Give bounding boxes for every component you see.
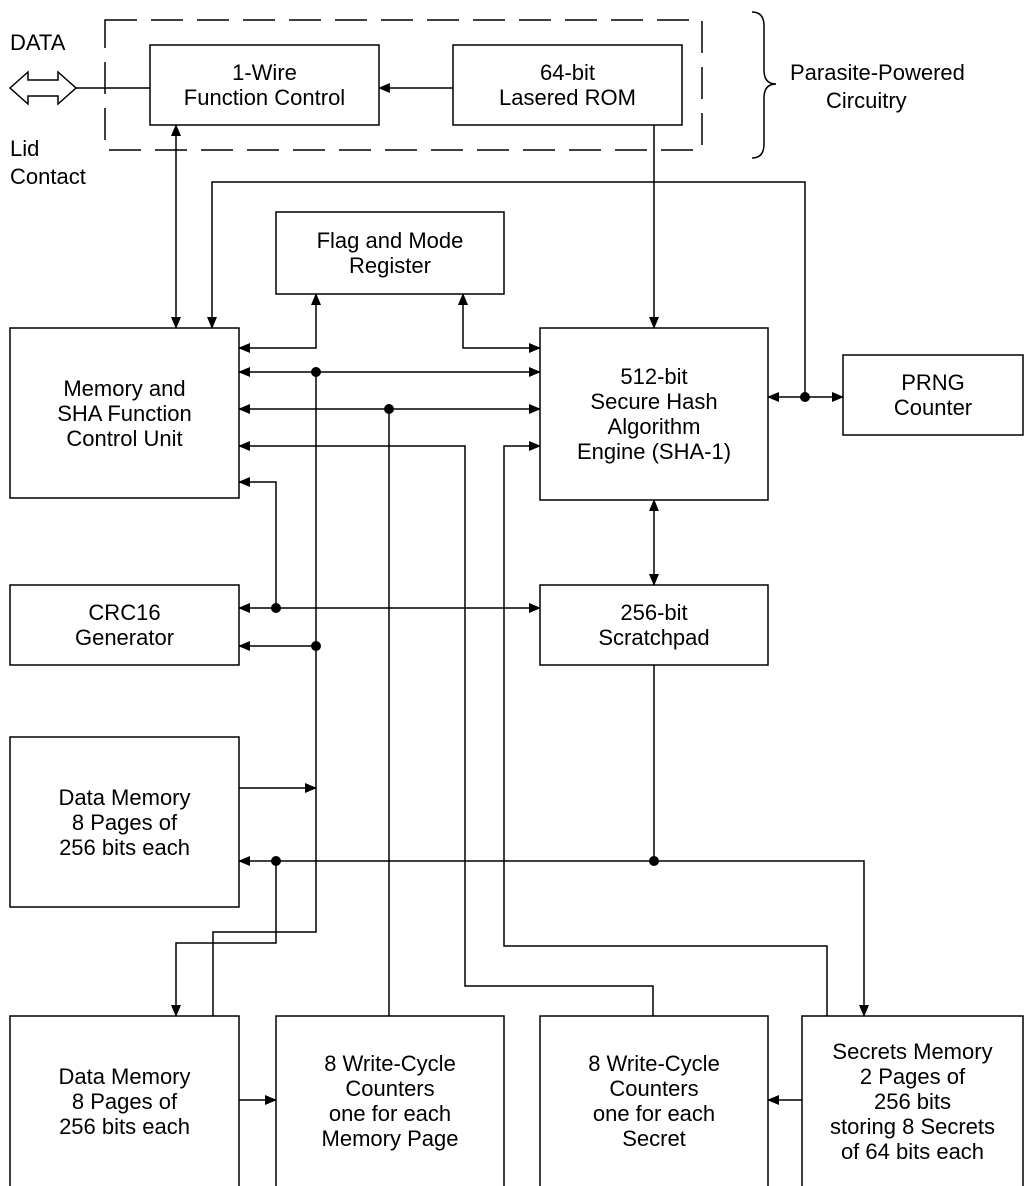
scratchpad-to-secrets-arrow: [654, 860, 869, 1017]
data-memory-a-box: [9, 736, 240, 908]
data-memory-b-box: [9, 1015, 240, 1186]
lid-contact-label-line-1: Lid: [10, 136, 40, 161]
data-bus-vertical: [212, 372, 317, 1016]
flag-sha-bus: [458, 293, 541, 353]
scratchpad-box: [539, 584, 769, 666]
control-crc-link: [238, 477, 277, 608]
secrets-to-sha-line: [503, 441, 828, 1016]
data-port-arrow: [8, 70, 78, 106]
lid-contact-label-line-2: Contact: [10, 164, 86, 189]
circuitry-label: Circuitry: [826, 88, 907, 113]
memory-sha-control-box: [9, 327, 240, 499]
secret-counters-to-control-line: [238, 441, 654, 1016]
write-cycle-counters-memory-box: [275, 1015, 505, 1186]
flag-mode-register-box: [275, 211, 505, 295]
wire-function-control-box: [149, 44, 380, 126]
scratchpad-to-data-memory-arrow: [238, 665, 655, 866]
junction-dots: [271, 367, 810, 866]
crc16-generator-box: [9, 584, 240, 666]
parasite-powered-boundary: [104, 19, 703, 151]
prng-to-control-line: [207, 181, 806, 397]
prng-counter-box: [842, 354, 1024, 436]
secrets-memory-box: [801, 1015, 1024, 1186]
sha-engine-box: [539, 327, 769, 501]
write-cycle-counters-secret-box: [539, 1015, 769, 1186]
lasered-rom-box: [452, 44, 683, 126]
bus-to-data-memory-b-arrow: [171, 861, 277, 1017]
data-port-label: DATA: [10, 30, 66, 55]
parasite-powered-label: Parasite-Powered: [790, 60, 965, 85]
parasite-brace: [751, 11, 777, 159]
control-flag-bus: [238, 293, 321, 353]
